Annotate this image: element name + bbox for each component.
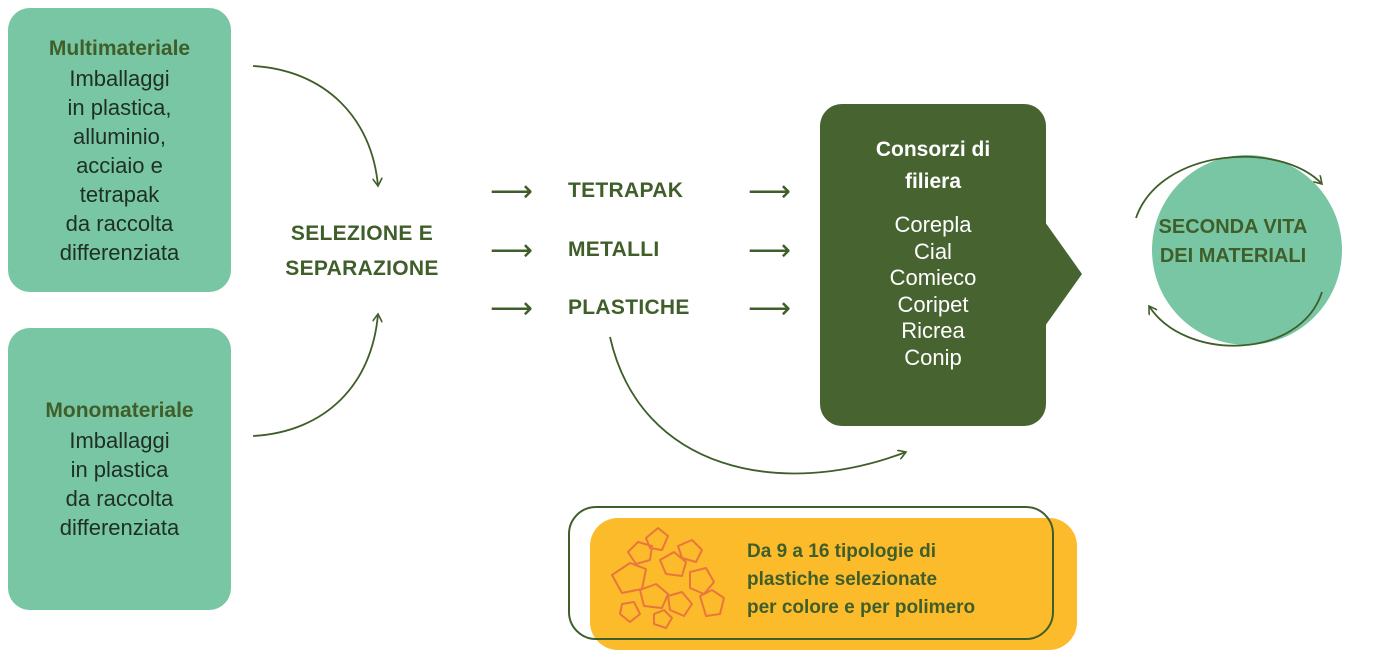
plastics-note-box [590, 518, 1077, 650]
connector-curve [252, 65, 378, 186]
outcome-label: SECONDA VITA DEI MATERIALI [1158, 216, 1308, 267]
source-title: Multimateriale [48, 36, 191, 60]
pointer-triangle-icon [1045, 222, 1082, 326]
plastics-note-text: Da 9 a 16 tipologie di plastiche selezio… [747, 538, 1077, 622]
source-box-multimateriale: Multimateriale Imballaggi in plastica, a… [8, 8, 231, 292]
process-label: SELEZIONE E SEPARAZIONE [285, 222, 439, 280]
plastics-note-line: plastiche selezionate [747, 569, 938, 590]
plastic-waste-icon [611, 527, 725, 629]
stream-metalli: METALLI [568, 238, 660, 261]
consorzi-title: Consorzi di filiera [875, 138, 991, 193]
arrow-right-icon: ⟶ [490, 291, 534, 326]
consorzio-item: Ricrea [901, 318, 965, 343]
stream-tetrapak: TETRAPAK [568, 179, 684, 202]
source-title: Monomateriale [45, 399, 194, 422]
connector-curve [252, 314, 378, 437]
consorzio-item: Cial [914, 238, 952, 264]
arrow-right-icon: ⟶ [490, 233, 534, 268]
consorzi-list: Corepla Cial Comieco Coripet Ricrea Coni… [820, 212, 1046, 371]
plastics-note-line: per colore e per polimero [747, 597, 976, 618]
consorzio-item: Comieco [889, 265, 977, 290]
plastics-note-outline [568, 506, 1054, 640]
connector-curve [609, 336, 906, 475]
arrow-right-icon: ⟶ [748, 174, 792, 209]
source-box-monomateriale: Monomateriale Imballaggi in plastica da … [8, 328, 231, 610]
arrow-right-icon: ⟶ [748, 233, 792, 268]
source-description: Imballaggi in plastica da raccolta diffe… [59, 428, 180, 540]
consorzi-box: Consorzi di filiera Corepla Cial Comieco… [820, 104, 1046, 426]
cycle-arrow-top [1135, 156, 1322, 219]
consorzio-item: Coripet [897, 291, 969, 317]
arrow-right-icon: ⟶ [490, 174, 534, 209]
source-description: Imballaggi in plastica, alluminio, accia… [59, 65, 180, 265]
arrow-right-icon: ⟶ [748, 291, 792, 326]
stream-plastiche: PLASTICHE [568, 296, 690, 319]
plastics-note-line: Da 9 a 16 tipologie di [747, 541, 936, 562]
consorzio-item: Conip [904, 344, 962, 370]
cycle-arrow-bottom [1149, 291, 1323, 347]
consorzio-item: Corepla [894, 212, 972, 237]
